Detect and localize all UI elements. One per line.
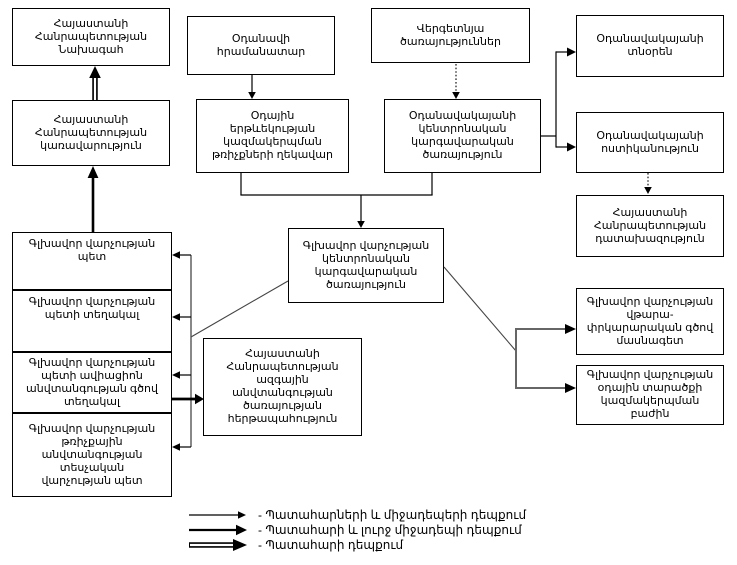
connector-securitydeputy-nssduty <box>172 393 204 405</box>
connector-chief-government <box>87 166 99 232</box>
node-dept-chief: Գլխավոր վարչության պետ <box>12 232 172 290</box>
node-airport-dispatch: Օդանավակայանի կենտրոնական կարգավարական ծ… <box>384 99 541 173</box>
node-government: Հայաստանի Հանրապետության կառավարություն <box>12 100 170 166</box>
connector-join-maindispatch <box>240 173 433 228</box>
node-airport-director: Օդանավակայանի տնօրեն <box>576 15 724 77</box>
legend-item-double: - Պատահարի դեպքում <box>188 537 526 552</box>
double-arrow-icon <box>189 538 247 551</box>
legend: - Պատահարների և միջադեպերի դեպքում - Պատ… <box>188 507 526 552</box>
node-ground-services: Վերգետնյա ծառայություններ <box>371 8 530 63</box>
connector-groundservices-airportdispatch <box>452 64 460 99</box>
connector-police-prosecutor <box>644 173 652 194</box>
node-president: Հայաստանի Հանրապետության Նախագահ <box>12 8 170 66</box>
legend-label: - Պատահարների և միջադեպերի դեպքում <box>258 507 527 522</box>
thin-arrow-icon <box>189 510 246 519</box>
legend-label: - Պատահարի դեպքում <box>258 537 404 552</box>
node-flight-director: Օդային երթևեկության կազմակերպման թռիչքնե… <box>196 99 349 173</box>
node-prosecutor: Հայաստանի Հանրապետության դատախազություն <box>576 195 724 257</box>
node-inspection-chief: Գլխավոր վարչության թռիչքային անվտանգությ… <box>12 413 172 497</box>
legend-label: - Պատահարի և լուրջ միջադեպի դեպքում <box>258 522 522 537</box>
node-airspace-division: Գլխավոր վարչության օդային տարածքի կազմակ… <box>576 365 724 425</box>
legend-item-thick: - Պատահարի և լուրջ միջադեպի դեպքում <box>188 522 526 537</box>
node-nss-duty: Հայաստանի Հանրապետության ազգային անվտանգ… <box>203 338 362 436</box>
node-airport-police: Օդանավակայանի ոստիկանություն <box>576 112 724 173</box>
node-security-deputy: Գլխավոր վարչության պետի ավիացիոն անվտանգ… <box>12 352 172 413</box>
legend-item-thin: - Պատահարների և միջադեպերի դեպքում <box>188 507 526 522</box>
thick-arrow-icon <box>189 524 247 535</box>
connector-government-president <box>89 66 101 100</box>
node-rescue-specialist: Գլխավոր վարչության վթարա- փրկարարական գծ… <box>576 288 724 355</box>
node-dept-deputy: Գլխավոր վարչության պետի տեղակալ <box>12 290 172 352</box>
node-main-dispatch: Գլխավոր վարչության կենտրոնական կարգավարա… <box>288 228 444 303</box>
connector-maindispatch-rightstack <box>443 266 576 393</box>
node-aircraft-commander: Օդանավի հրամանատար <box>187 16 335 75</box>
connector-commander-flightdirector <box>248 75 256 99</box>
connector-airportdispatch-director-police <box>541 47 576 152</box>
